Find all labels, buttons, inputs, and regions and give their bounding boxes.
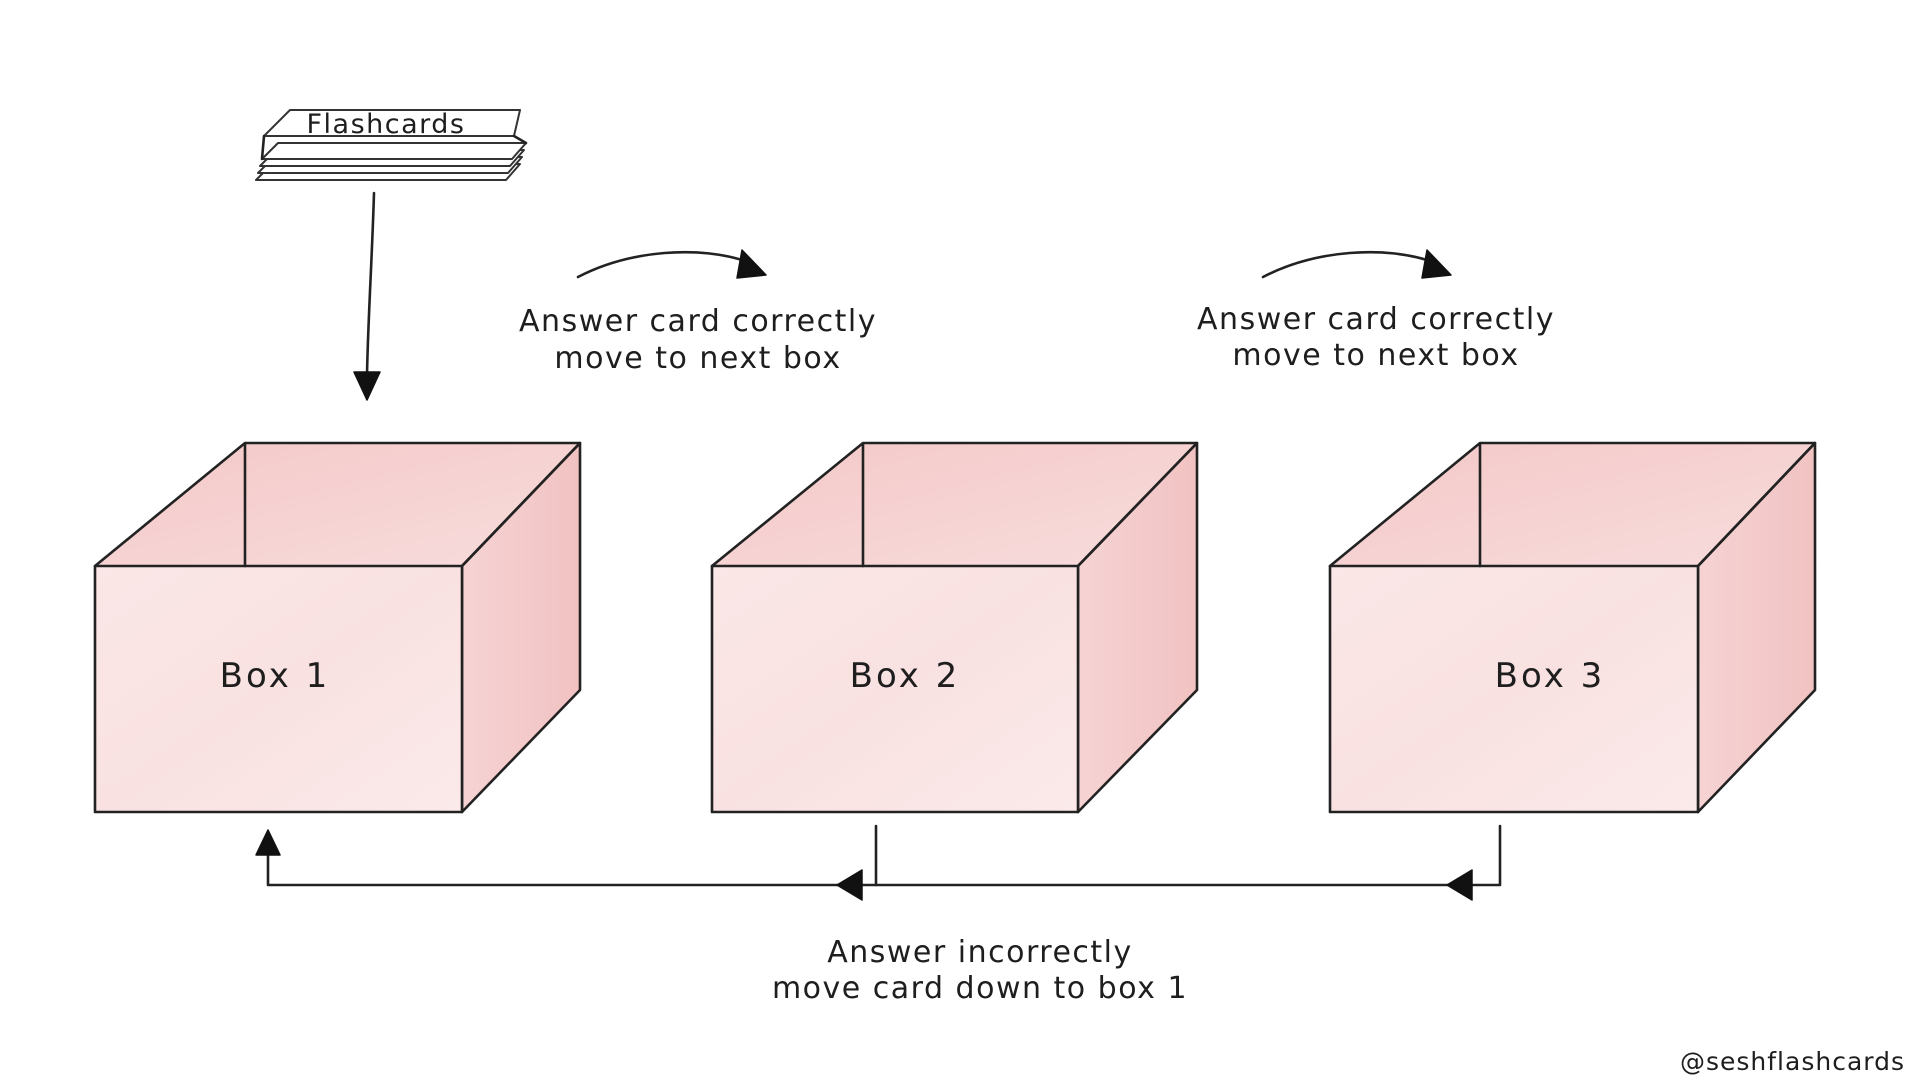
card-sheet bbox=[261, 142, 527, 160]
box-inner-back bbox=[95, 443, 580, 566]
box-inner-back bbox=[1330, 443, 1815, 566]
arrowhead bbox=[255, 829, 281, 856]
box-front-face bbox=[710, 564, 1080, 814]
arrow-return-to-box-1 bbox=[255, 824, 1502, 901]
box-rim bbox=[93, 441, 582, 568]
annotation-line: Answer incorrectly bbox=[827, 935, 1133, 970]
annotation-correct-2: Answer card correctly move to next box bbox=[1197, 302, 1555, 373]
annotation-line: move to next box bbox=[1232, 338, 1519, 373]
annotation-incorrect: Answer incorrectly move card down to box… bbox=[772, 935, 1188, 1006]
annotation-line: Answer card correctly bbox=[519, 304, 877, 339]
arrow-box-2-to-box-3 bbox=[1261, 249, 1452, 279]
box-front-face bbox=[1328, 564, 1700, 814]
arrowhead bbox=[1446, 869, 1473, 901]
annotation-line: move card down to box 1 bbox=[772, 971, 1188, 1006]
box-front-face bbox=[93, 564, 464, 814]
annotation-line: Answer card correctly bbox=[1197, 302, 1555, 337]
box-label: Box 3 bbox=[1495, 656, 1606, 696]
box-label: Box 2 bbox=[850, 656, 961, 696]
return-line bbox=[266, 853, 1457, 887]
author-handle: @seshflashcards bbox=[1680, 1047, 1905, 1076]
arrowhead bbox=[836, 869, 863, 901]
arrowhead bbox=[1421, 249, 1452, 279]
card-edge bbox=[260, 134, 528, 161]
box-rim bbox=[1328, 441, 1817, 568]
flashcards-label: Flashcards bbox=[307, 109, 466, 140]
box-3: Box 3 bbox=[1328, 441, 1817, 814]
box-label: Box 1 bbox=[220, 656, 331, 696]
box-inner-back bbox=[712, 443, 1197, 566]
box-1: Box 1 bbox=[93, 441, 582, 814]
annotation-line: move to next box bbox=[554, 341, 841, 376]
arrowhead bbox=[736, 249, 767, 279]
flashcard-stack: Flashcards bbox=[255, 109, 528, 181]
arrow-stack-to-box-1 bbox=[353, 191, 381, 401]
box-rim bbox=[710, 441, 1199, 568]
card-sheet-top bbox=[263, 109, 521, 137]
arrow-box-1-to-box-2 bbox=[576, 249, 767, 279]
arrowhead bbox=[353, 371, 381, 401]
box-2: Box 2 bbox=[710, 441, 1199, 814]
annotation-correct-1: Answer card correctly move to next box bbox=[519, 304, 877, 376]
